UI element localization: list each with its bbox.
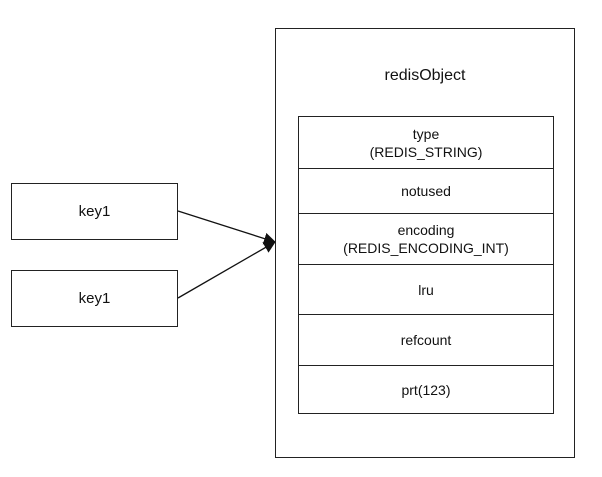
key-box: key1 bbox=[11, 270, 178, 327]
arrow-key-b-to-object bbox=[177, 241, 276, 299]
arrow-key-a-to-object bbox=[177, 210, 276, 245]
field-detail: (REDIS_STRING) bbox=[369, 143, 483, 160]
field-refcount: refcount bbox=[299, 315, 553, 366]
key-label: key1 bbox=[78, 203, 111, 220]
field-encoding: encoding (REDIS_ENCODING_INT) bbox=[299, 214, 553, 265]
key-box: key1 bbox=[11, 183, 178, 240]
field-label: encoding bbox=[397, 222, 455, 238]
redis-object-container: redisObject type (REDIS_STRING) notused … bbox=[275, 28, 575, 458]
redis-object-title: redisObject bbox=[384, 67, 466, 84]
field-label: lru bbox=[418, 281, 434, 298]
field-label: refcount bbox=[400, 332, 452, 348]
field-detail: (REDIS_ENCODING_INT) bbox=[343, 240, 509, 256]
field-type: type (REDIS_STRING) bbox=[299, 117, 553, 169]
field-lru: lru bbox=[299, 265, 553, 315]
key-label: key1 bbox=[78, 290, 111, 307]
redis-object-fields: type (REDIS_STRING) notused encoding (RE… bbox=[298, 116, 554, 414]
field-notused: notused bbox=[299, 169, 553, 214]
field-label: prt(123) bbox=[401, 381, 451, 398]
field-label: type bbox=[412, 125, 440, 142]
field-label: notused bbox=[401, 183, 451, 199]
field-prt: prt(123) bbox=[299, 366, 553, 413]
